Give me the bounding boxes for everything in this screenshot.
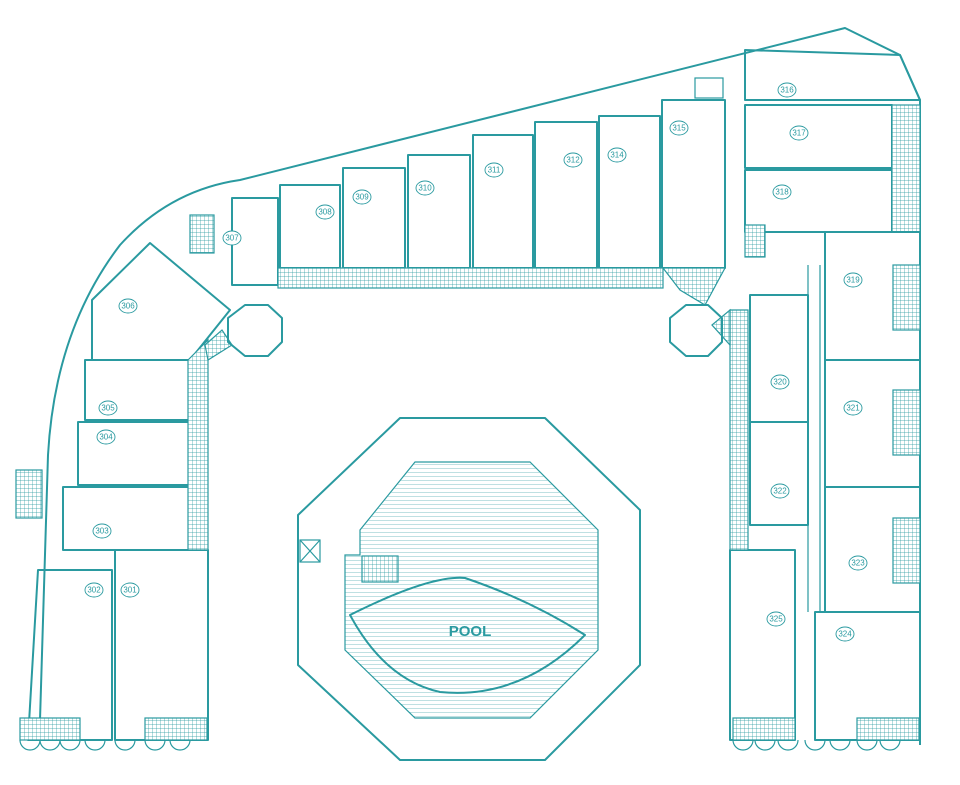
- room-312-marker: 312: [563, 152, 583, 168]
- room-324-marker: 324: [835, 626, 855, 642]
- room-number: 309: [355, 193, 369, 202]
- room-number: 308: [318, 208, 332, 217]
- room-number: 301: [123, 586, 137, 595]
- room-number: 317: [792, 129, 806, 138]
- room-number: 311: [488, 166, 501, 175]
- room-322-marker: 322: [770, 483, 790, 499]
- room-323-marker: 323: [848, 555, 868, 571]
- room-310-marker: 310: [415, 180, 435, 196]
- room-308-marker: 308: [315, 204, 335, 220]
- room-number: 322: [773, 487, 787, 496]
- room-number: 325: [769, 615, 783, 624]
- room-number: 303: [95, 527, 109, 536]
- room-labels: 301 302 303 304 305 306 307 308 309 310 311 312 314 3…: [84, 82, 868, 642]
- room-305-marker: 305: [98, 400, 118, 416]
- room-315-marker: 315: [669, 120, 689, 136]
- site-boundary: [39, 27, 921, 745]
- room-number: 302: [87, 586, 101, 595]
- room-320-marker: 320: [770, 374, 790, 390]
- room-306-marker: 306: [118, 298, 138, 314]
- room-number: 323: [851, 559, 865, 568]
- room-number: 316: [780, 86, 794, 95]
- room-307-marker: 307: [222, 230, 242, 246]
- room-number: 304: [99, 433, 113, 442]
- room-311-marker: 311: [484, 162, 504, 178]
- room-number: 307: [225, 234, 239, 243]
- room-number: 324: [838, 630, 852, 639]
- room-number: 315: [672, 124, 686, 133]
- room-303-marker: 303: [92, 523, 112, 539]
- room-number: 320: [773, 378, 787, 387]
- room-321-marker: 321: [843, 400, 863, 416]
- room-319-marker: 319: [843, 272, 863, 288]
- room-number: 321: [846, 404, 860, 413]
- room-number: 306: [121, 302, 135, 311]
- room-number: 314: [610, 151, 624, 160]
- room-number: 312: [566, 156, 580, 165]
- room-number: 318: [775, 188, 789, 197]
- room-316-marker: 316: [777, 82, 797, 98]
- room-325-marker: 325: [766, 611, 786, 627]
- room-302-marker: 302: [84, 582, 104, 598]
- room-301-marker: 301: [120, 582, 140, 598]
- room-304-marker: 304: [96, 429, 116, 445]
- room-318-marker: 318: [772, 184, 792, 200]
- room-317-marker: 317: [789, 125, 809, 141]
- pool-label: POOL: [449, 623, 492, 640]
- west-wing: [15, 242, 283, 751]
- room-number: 305: [101, 404, 115, 413]
- east-wing: [669, 49, 921, 751]
- north-wing: [189, 77, 727, 306]
- room-number: 319: [846, 276, 860, 285]
- pool-area: POOL: [297, 417, 641, 761]
- room-number: 310: [418, 184, 432, 193]
- room-314-marker: 314: [607, 147, 627, 163]
- room-309-marker: 309: [352, 189, 372, 205]
